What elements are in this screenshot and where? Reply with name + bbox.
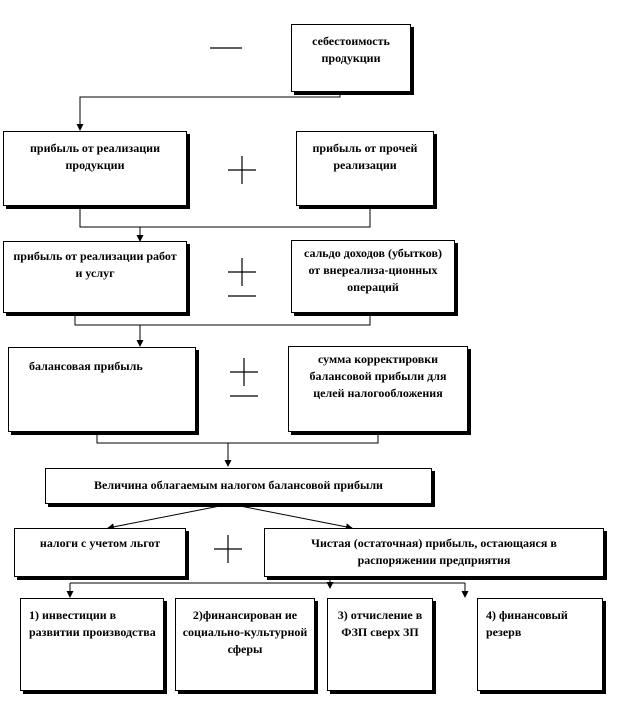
taxable-profit-box: Величина облагаемым налогом балансовой п…	[45, 468, 432, 504]
financial-reserve-label: 4) финансовый резерв	[486, 608, 568, 639]
profit-sales-works-label: прибыль от реализации работ и услуг	[13, 249, 177, 280]
balance-nonsales-label: сальдо доходов (убытков) от внереализа-ц…	[304, 246, 442, 294]
connector-1	[79, 92, 341, 101]
financial-reserve-box: 4) финансовый резерв	[477, 598, 603, 691]
plus-sign-2	[214, 535, 242, 563]
connector-2	[79, 206, 371, 228]
fzp-deduction-label: 3) отчисление в ФЗП сверх ЗП	[337, 608, 423, 639]
taxable-profit-label: Величина облагаемым налогом балансовой п…	[94, 478, 383, 492]
balance-profit-box: балансовая прибыль	[8, 347, 196, 432]
cost-box: себестоимость продукции	[291, 24, 411, 92]
plus-sign-1	[228, 156, 256, 184]
profit-sales-works-box: прибыль от реализации работ и услуг	[3, 241, 187, 313]
connector-4	[96, 432, 379, 444]
profit-sales-products-label: прибыль от реализации продукции	[29, 141, 160, 172]
plus-minus-sign-1	[228, 258, 256, 297]
social-financing-label: 2)финансирован ие социально-культурной с…	[182, 608, 308, 656]
plus-minus-sign-2	[230, 358, 258, 397]
tax-adjustment-label: сумма корректировки балансовой прибыли д…	[309, 352, 447, 400]
investments-label: 1) инвестиции в развитии производства	[29, 608, 156, 639]
connector-3	[74, 313, 371, 326]
cost-label: себестоимость продукции	[312, 34, 390, 65]
profit-other-sales-label: прибыль от прочей реализации	[312, 141, 418, 172]
investments-box: 1) инвестиции в развитии производства	[20, 598, 164, 691]
net-profit-label: Чистая (остаточная) прибыль, остающаяся …	[311, 536, 557, 567]
net-profit-box: Чистая (остаточная) прибыль, остающаяся …	[264, 528, 604, 577]
tax-adjustment-box: сумма корректировки балансовой прибыли д…	[288, 346, 468, 432]
taxes-label: налоги с учетом льгот	[39, 536, 161, 550]
social-financing-box: 2)финансирован ие социально-культурной с…	[175, 598, 315, 691]
profit-sales-products-box: прибыль от реализации продукции	[3, 131, 187, 206]
profit-other-sales-box: прибыль от прочей реализации	[296, 131, 434, 206]
balance-nonsales-box: сальдо доходов (убытков) от внереализа-ц…	[291, 240, 455, 313]
arrow-6	[229, 503, 353, 531]
fzp-deduction-box: 3) отчисление в ФЗП сверх ЗП	[327, 598, 433, 691]
arrow-5	[107, 503, 231, 531]
taxes-box: налоги с учетом льгот	[14, 528, 186, 577]
balance-profit-label: балансовая прибыль	[29, 359, 143, 373]
